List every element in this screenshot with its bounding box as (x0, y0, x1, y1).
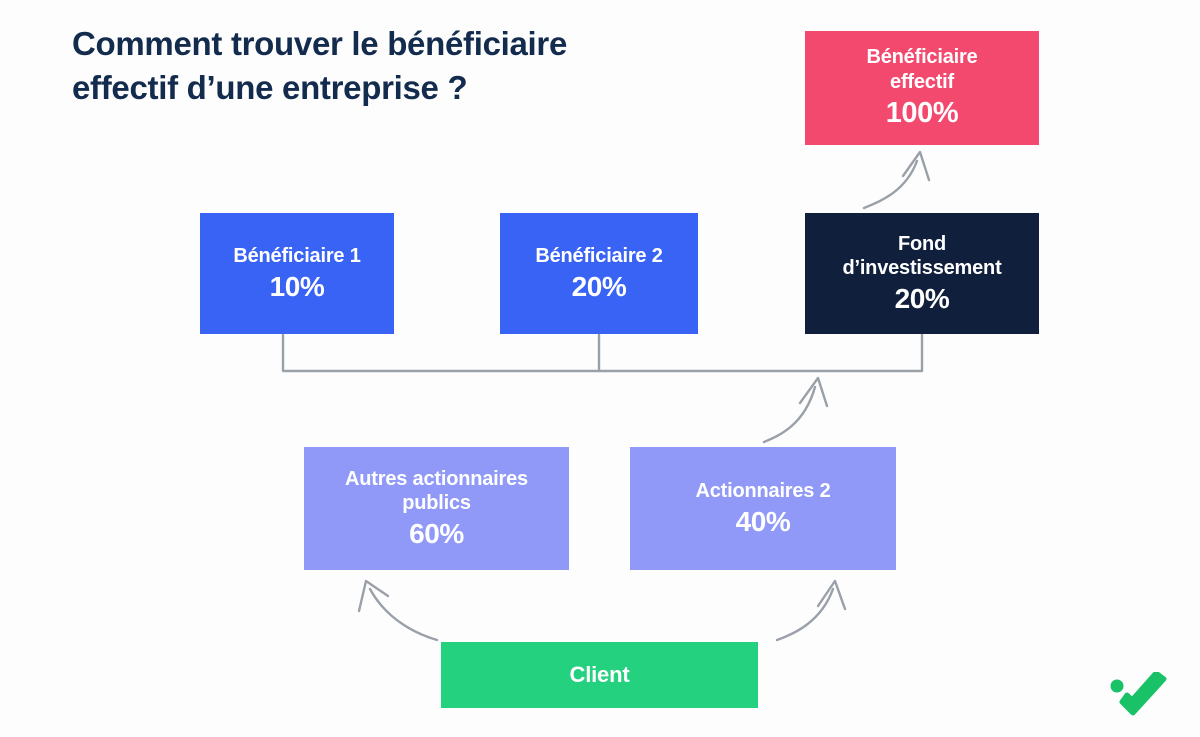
arrow-actionnaires-2-to-bracket (762, 376, 829, 444)
node-value: 40% (735, 506, 791, 538)
node-value: 20% (894, 283, 950, 315)
node-beneficiaire-effectif[interactable]: Bénéficiaire effectif 100% (805, 31, 1039, 145)
node-client[interactable]: Client (441, 642, 758, 708)
node-label: Bénéficiaire 2 (535, 244, 663, 267)
node-label: Actionnaires 2 (695, 479, 831, 502)
node-label: Client (569, 661, 630, 687)
node-actionnaires-2[interactable]: Actionnaires 2 40% (630, 447, 896, 570)
arrow-fond-to-beneficiaire-effectif (862, 150, 931, 210)
node-value: 60% (409, 518, 464, 550)
node-value: 10% (269, 271, 325, 303)
bracket-middle-row (281, 333, 924, 373)
node-label: Bénéficiaire effectif (866, 46, 978, 93)
node-fond-investissement[interactable]: Fond d’investissement 20% (805, 213, 1039, 334)
page-title: Comment trouver le bénéficiaire effectif… (72, 25, 568, 107)
node-autres-actionnaires-publics[interactable]: Autres actionnaires publics 60% (304, 447, 569, 570)
arrow-client-to-autres-actionnaires (357, 579, 439, 642)
node-value: 100% (885, 97, 959, 130)
node-label: Bénéficiaire 1 (233, 244, 361, 267)
node-value: 20% (571, 271, 627, 303)
node-label: Autres actionnaires publics (345, 467, 528, 514)
check-icon (1110, 672, 1167, 716)
node-label: Fond d’investissement (842, 232, 1002, 279)
arrow-client-to-actionnaires-2 (775, 579, 847, 642)
node-beneficiaire-1[interactable]: Bénéficiaire 1 10% (200, 213, 394, 334)
node-beneficiaire-2[interactable]: Bénéficiaire 2 20% (500, 213, 698, 334)
